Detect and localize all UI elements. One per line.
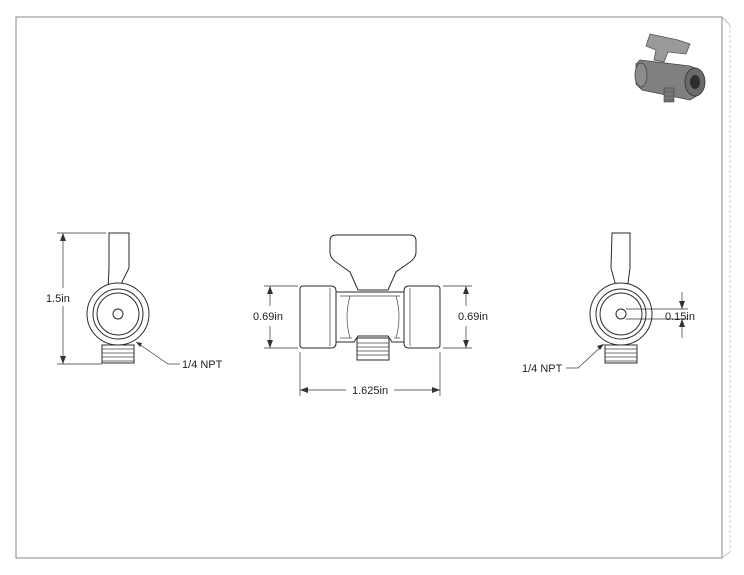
right-thread-label: 1/4 NPT [522, 363, 563, 375]
left-side-view [86, 232, 150, 364]
front-view [299, 234, 441, 361]
right-bore-label: 0.15in [665, 311, 695, 323]
left-height-label: 1.5in [46, 293, 70, 305]
front-length-dimension [299, 352, 441, 396]
front-right-port-dimension [443, 285, 472, 349]
left-thread-leader [135, 341, 180, 365]
sheet-border [15, 16, 731, 559]
right-thread-leader [566, 343, 605, 369]
front-length-label: 1.625in [352, 385, 388, 397]
left-height-dimension [57, 232, 106, 365]
front-right-port-label: 0.69in [458, 311, 488, 323]
ball-valve-isometric-icon [634, 33, 706, 103]
right-side-view [589, 232, 653, 364]
front-left-port-dimension [264, 285, 298, 349]
right-bore-dimension [626, 292, 688, 338]
left-thread-label: 1/4 NPT [182, 359, 223, 371]
front-left-port-label: 0.69in [253, 311, 283, 323]
